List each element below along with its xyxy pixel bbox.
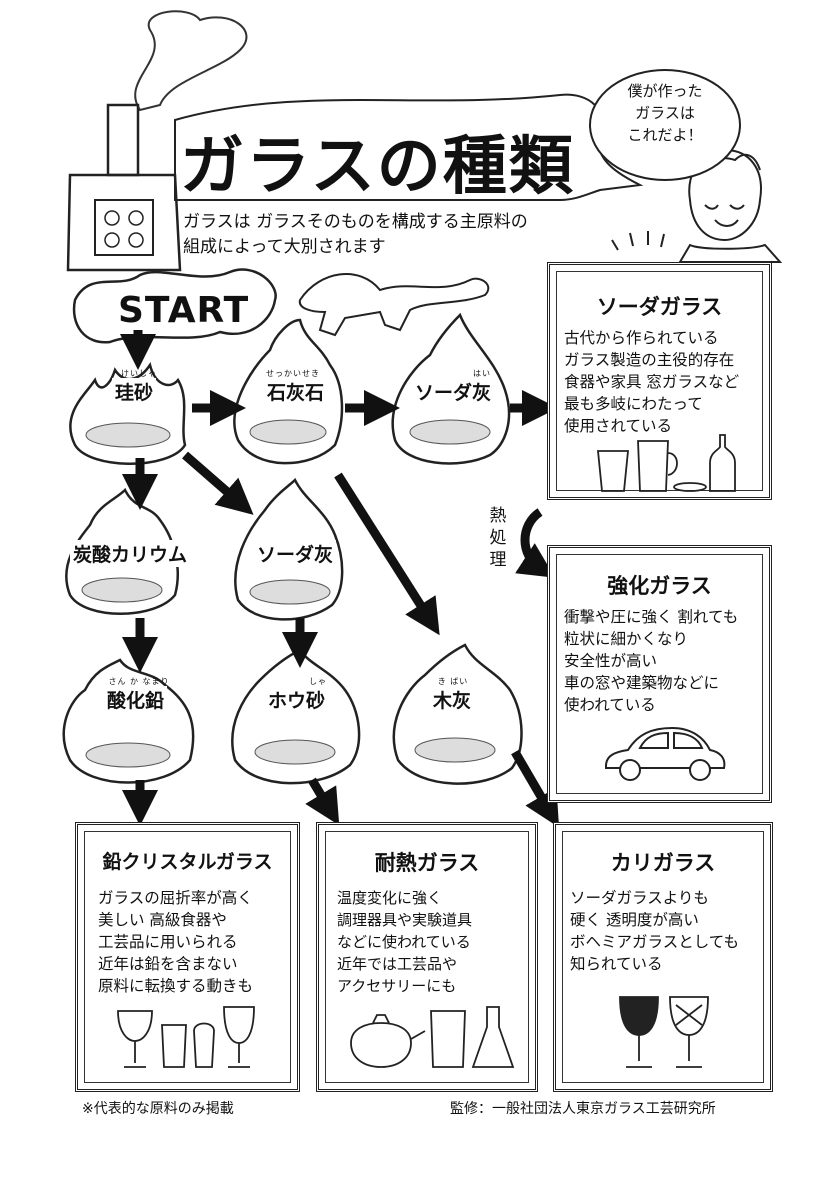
ruby-keisha: けいしゃ bbox=[121, 369, 157, 378]
ruby-housha: しゃ bbox=[309, 677, 327, 686]
footer-supervision: 監修：一般社団法人東京ガラス工芸研究所 bbox=[450, 1101, 716, 1117]
box-soda-glass: ソーダガラス 古代から作られている ガラス製造の主役的存在 食器や家具 窓ガラス… bbox=[547, 262, 772, 500]
flame-mokuhai bbox=[392, 643, 523, 785]
box-body: 古代から作られている ガラス製造の主役的存在 食器や家具 窓ガラスなど 最も多岐… bbox=[564, 329, 740, 435]
box-body: ソーダガラスよりも 硬く 透明度が高い ボヘミアガラスとしても 知られている bbox=[570, 889, 739, 973]
heat-treatment-label: 熱処理 bbox=[489, 506, 507, 570]
ruby-soda1: はい bbox=[473, 369, 491, 378]
fire-dragon-illustration bbox=[298, 273, 490, 337]
box-title: 強化ガラス bbox=[607, 574, 712, 598]
furnace-illustration bbox=[66, 103, 182, 272]
node-soda2: ソーダ灰 bbox=[254, 540, 337, 567]
smoke-illustration bbox=[134, 10, 248, 112]
speech-bubble: 僕が作った ガラスは これだよ！ bbox=[590, 70, 740, 180]
speech-bubble-text: 僕が作った ガラスは これだよ！ bbox=[627, 82, 703, 144]
ruby-sankaen: さん か なまり bbox=[108, 677, 170, 686]
arrow-sekkaiseki-mokuhai bbox=[334, 472, 440, 636]
start-label: START bbox=[118, 290, 250, 331]
node-mokuhai: 木灰 bbox=[430, 686, 475, 713]
box-title: カリガラス bbox=[610, 851, 716, 875]
node-keisha: 珪砂 bbox=[112, 378, 157, 405]
arrow-mokuhai-potash bbox=[511, 749, 560, 828]
start-flame-banner bbox=[72, 268, 277, 344]
box-lead-crystal-glass: 鉛クリスタルガラス ガラスの屈折率が高く 美しい 高級食器や 工芸品に用いられる… bbox=[75, 822, 300, 1092]
box-heat-resistant-glass: 耐熱ガラス 温度変化に強く 調理器具や実験道具 などに使われている 近年では工芸… bbox=[316, 822, 538, 1092]
glassware-illustration bbox=[597, 434, 736, 492]
arrow-heat-treatment bbox=[515, 508, 556, 578]
crystal-glassware-illustration bbox=[117, 1006, 255, 1068]
arrow-keisha-soda2 bbox=[182, 451, 254, 515]
node-tansan: 炭酸カリウム bbox=[70, 540, 191, 567]
box-body: ガラスの屈折率が高く 美しい 高級食器や 工芸品に用いられる 近年は鉛を含まない… bbox=[98, 889, 254, 995]
box-tempered-glass: 強化ガラス 衝撃や圧に強く 割れても 粒状に細かくなり 安全性が高い 車の窓や建… bbox=[547, 545, 772, 803]
page-subtitle: ガラスは ガラスそのものを構成する主原料の 組成によって大別されます bbox=[183, 212, 528, 257]
page-title: ガラスの種類 bbox=[180, 130, 575, 204]
ruby-mokuhai: き ばい bbox=[437, 677, 469, 686]
excitement-marks bbox=[611, 231, 665, 251]
ruby-sekkaiseki: せっかいせき bbox=[266, 369, 320, 378]
footer-note: ※代表的な原料のみ掲載 bbox=[82, 1101, 234, 1117]
box-title: 耐熱ガラス bbox=[374, 851, 480, 875]
box-body: 衝撃や圧に強く 割れても 粒状に細かくなり 安全性が高い 車の窓や建築物などに … bbox=[564, 608, 739, 714]
car-illustration bbox=[605, 726, 726, 781]
node-housha: ホウ砂 bbox=[265, 686, 329, 713]
speech-bubble-shape bbox=[589, 69, 741, 181]
box-frame bbox=[556, 554, 763, 794]
heat-glassware-illustration bbox=[350, 1006, 515, 1068]
box-frame bbox=[84, 831, 291, 1083]
box-frame bbox=[325, 831, 529, 1083]
node-soda1: ソーダ灰 bbox=[412, 378, 495, 405]
box-title: ソーダガラス bbox=[596, 295, 723, 319]
box-frame bbox=[562, 831, 764, 1083]
node-sekkaiseki: 石灰石 bbox=[264, 378, 328, 405]
box-body: 温度変化に強く 調理器具や実験道具 などに使われている 近年では工芸品や アクセ… bbox=[337, 889, 473, 995]
node-sankaen: 酸化鉛 bbox=[104, 686, 168, 713]
box-title: 鉛クリスタルガラス bbox=[102, 851, 273, 873]
bohemian-glass-illustration bbox=[619, 996, 709, 1068]
flow-arrows bbox=[120, 330, 560, 828]
box-potash-glass: カリガラス ソーダガラスよりも 硬く 透明度が高い ボヘミアガラスとしても 知ら… bbox=[553, 822, 773, 1092]
arrow-housha-heatresistant bbox=[305, 777, 340, 826]
